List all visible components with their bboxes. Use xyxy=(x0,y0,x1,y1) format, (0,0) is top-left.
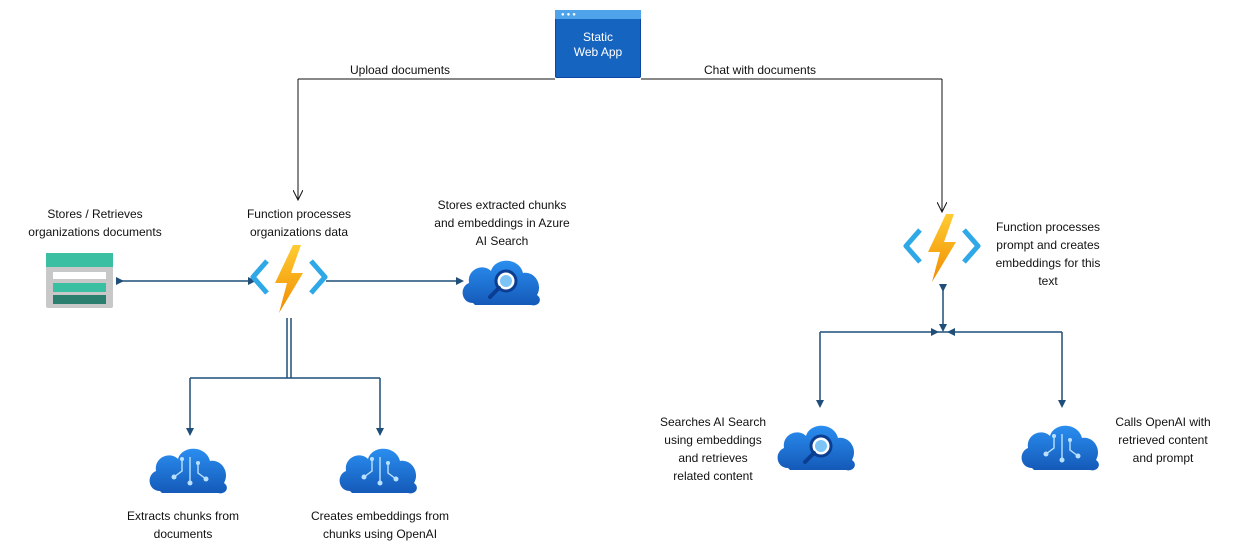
chat-openai-label-line2: retrieved content xyxy=(1118,433,1208,447)
embed-label-line2: chunks using OpenAI xyxy=(322,527,438,541)
window-title-bar xyxy=(555,10,641,19)
function-label-line2: organizations data xyxy=(249,225,349,239)
chat-openai-label-line1: Calls OpenAI with xyxy=(1115,415,1211,429)
search-label: Stores extracted chunks and embeddings i… xyxy=(424,196,580,250)
chat-openai-label: Calls OpenAI with retrieved content and … xyxy=(1100,413,1226,467)
chat-search-label-line2: using embeddings xyxy=(664,433,762,447)
static-web-app-label: Static Web App xyxy=(555,30,641,60)
chat-search-label-line1: Searches AI Search xyxy=(659,415,767,429)
search-label-line1: Stores extracted chunks xyxy=(437,198,567,212)
chat-search-label: Searches AI Search using embeddings and … xyxy=(648,413,778,485)
chat-search-label-line3: and retrieves xyxy=(678,451,748,465)
extract-label: Extracts chunks from documents xyxy=(108,507,258,543)
openai-embeddings-icon xyxy=(339,448,417,494)
extract-label-line1: Extracts chunks from xyxy=(126,509,240,523)
storage-label: Stores / Retrieves organizations documen… xyxy=(20,205,170,241)
extract-label-line2: documents xyxy=(153,527,213,541)
right-merge-arrowhead-left xyxy=(931,328,939,336)
static-web-app-node: ●●● Static Web App xyxy=(555,10,641,78)
embed-label: Creates embeddings from chunks using Ope… xyxy=(300,507,460,543)
chat-openai-icon xyxy=(1021,425,1099,471)
chat-function-label-line4: text xyxy=(1038,274,1058,288)
azure-function-icon xyxy=(250,245,328,313)
search-label-line3: AI Search xyxy=(475,234,529,248)
chat-search-label-line4: related content xyxy=(673,469,753,483)
chat-function-label-line3: embeddings for this xyxy=(995,256,1101,270)
function-label-line1: Function processes xyxy=(246,207,352,221)
document-intelligence-icon xyxy=(149,448,227,494)
storage-label-line2: organizations documents xyxy=(28,225,162,239)
chat-function-label-line1: Function processes xyxy=(995,220,1101,234)
search-label-line2: and embeddings in Azure xyxy=(434,216,570,230)
ai-search-icon xyxy=(462,260,540,306)
embed-label-line1: Creates embeddings from xyxy=(310,509,450,523)
chat-function-icon xyxy=(903,214,981,282)
chat-with-documents-label: Chat with documents xyxy=(704,63,817,77)
upload-documents-label: Upload documents xyxy=(350,63,451,77)
right-merge-arrowhead-right xyxy=(947,328,955,336)
chat-function-label-line2: prompt and creates xyxy=(996,238,1100,252)
storage-label-line1: Stores / Retrieves xyxy=(47,207,143,221)
storage-account-icon xyxy=(46,253,113,308)
chat-function-label: Function processes prompt and creates em… xyxy=(980,218,1116,290)
function-label: Function processes organizations data xyxy=(224,205,374,241)
window-dots-icon: ●●● xyxy=(561,12,578,18)
chat-openai-label-line3: and prompt xyxy=(1132,451,1194,465)
static-web-app-label-line1: Static xyxy=(582,30,613,44)
static-web-app-label-line2: Web App xyxy=(573,45,623,59)
chat-ai-search-icon xyxy=(777,425,855,471)
